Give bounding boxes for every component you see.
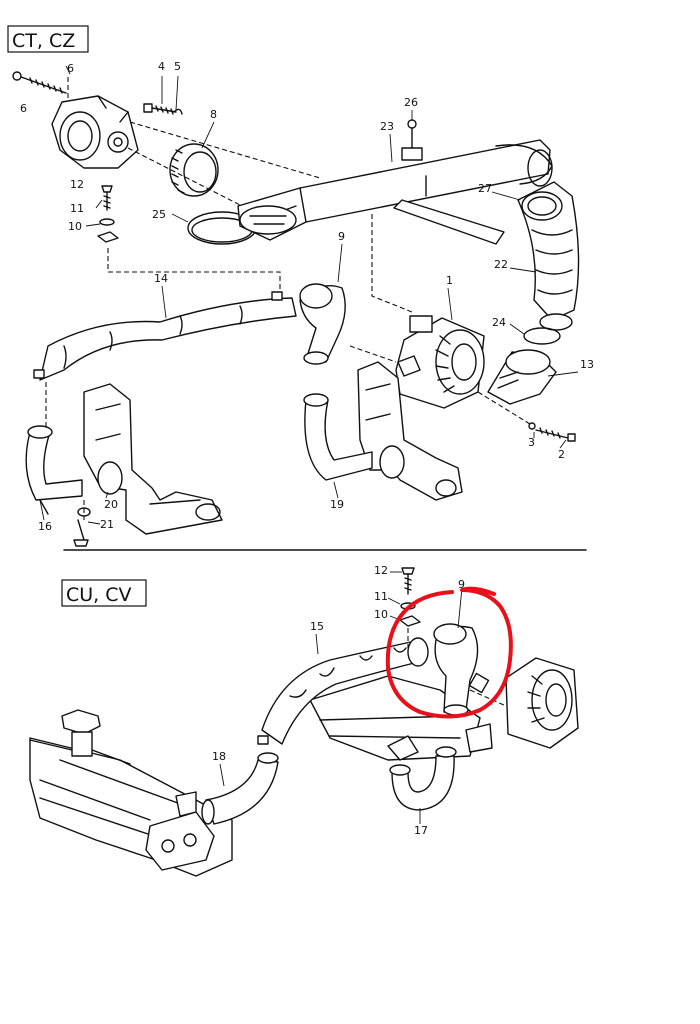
washer-5: [173, 108, 183, 115]
washer-10: [99, 218, 115, 226]
exhaust-flange: [145, 791, 215, 871]
blower-housing: [51, 95, 139, 169]
callout: 27: [478, 182, 492, 195]
elbow-9[interactable]: [433, 623, 490, 716]
elbow-9-top: [299, 283, 346, 365]
heat-exchanger-20: [83, 383, 223, 535]
washer-3: [528, 422, 536, 430]
blower-assembly-bottom: [505, 657, 579, 749]
callout: 13: [580, 358, 594, 371]
callout: 14: [154, 272, 168, 285]
section-label-box: [61, 579, 147, 607]
air-duct-23: [237, 139, 553, 241]
callout: 6: [67, 62, 74, 75]
bolt-4: [143, 103, 177, 115]
section-label-bottom: CU, CV: [66, 584, 132, 606]
nut-plate-10: [399, 615, 421, 627]
section-label-top: CT, CZ: [12, 30, 75, 52]
callouts-bottom: 12 9 11 10 15 18 17: [212, 564, 465, 837]
callout: 16: [38, 520, 52, 533]
callout: 4: [158, 60, 165, 73]
assembly-lines-bottom: [407, 628, 507, 707]
heat-exchanger-19: [357, 361, 463, 501]
filler-cap: [29, 709, 131, 765]
callout: 11: [70, 202, 84, 215]
screw-12: [101, 185, 113, 211]
callout: 1: [446, 274, 453, 287]
callouts-top: 6 6 4 5 8 26 23 12 11 10 25 9 27 22 14 1…: [20, 60, 594, 533]
callout: 17: [414, 824, 428, 837]
elbow-13: [487, 349, 557, 405]
callout: 18: [212, 750, 226, 763]
callout: 20: [104, 498, 118, 511]
callout: 24: [492, 316, 506, 329]
callout: 9: [458, 578, 465, 591]
callout: 22: [494, 258, 508, 271]
blower-assembly-1: [395, 315, 485, 409]
hose-18: [201, 752, 279, 825]
section-ct-cz: CT, CZ: [7, 25, 594, 547]
clamp-24: [523, 327, 561, 345]
callout: 2: [558, 448, 565, 461]
callout: 8: [210, 108, 217, 121]
callout: 19: [330, 498, 344, 511]
red-highlight-circle: [385, 586, 513, 719]
callout: 11: [374, 590, 388, 603]
hose-14: [33, 291, 297, 381]
section-label-box: [7, 25, 89, 53]
bolt-6: [12, 71, 67, 94]
hose-22: [517, 181, 580, 331]
callout: 23: [380, 120, 394, 133]
impeller-8: [169, 143, 219, 197]
bracket-26: [401, 119, 423, 161]
hose-16: [25, 425, 83, 515]
callout: 25: [152, 208, 166, 221]
callout: 15: [310, 620, 324, 633]
hose-17: [387, 723, 493, 811]
assembly-lines-top: [45, 74, 531, 520]
support-bar: [393, 199, 505, 245]
hose-19: [303, 393, 373, 481]
nut-plate: [97, 231, 119, 243]
callout: 6: [20, 102, 27, 115]
screw-21: [73, 507, 91, 547]
callout: 3: [528, 436, 535, 449]
callout: 10: [374, 608, 388, 621]
callout: 10: [68, 220, 82, 233]
leaders-top: [39, 65, 579, 525]
callout: 12: [70, 178, 84, 191]
callout: 26: [404, 96, 418, 109]
callout: 9: [338, 230, 345, 243]
section-cu-cv: CU, CV: [29, 564, 579, 877]
hose-15: [257, 637, 429, 745]
callout: 12: [374, 564, 388, 577]
screw-12-bottom: [401, 567, 415, 595]
bolt-2: [535, 427, 576, 442]
callout: 5: [174, 60, 181, 73]
callout: 21: [100, 518, 114, 531]
